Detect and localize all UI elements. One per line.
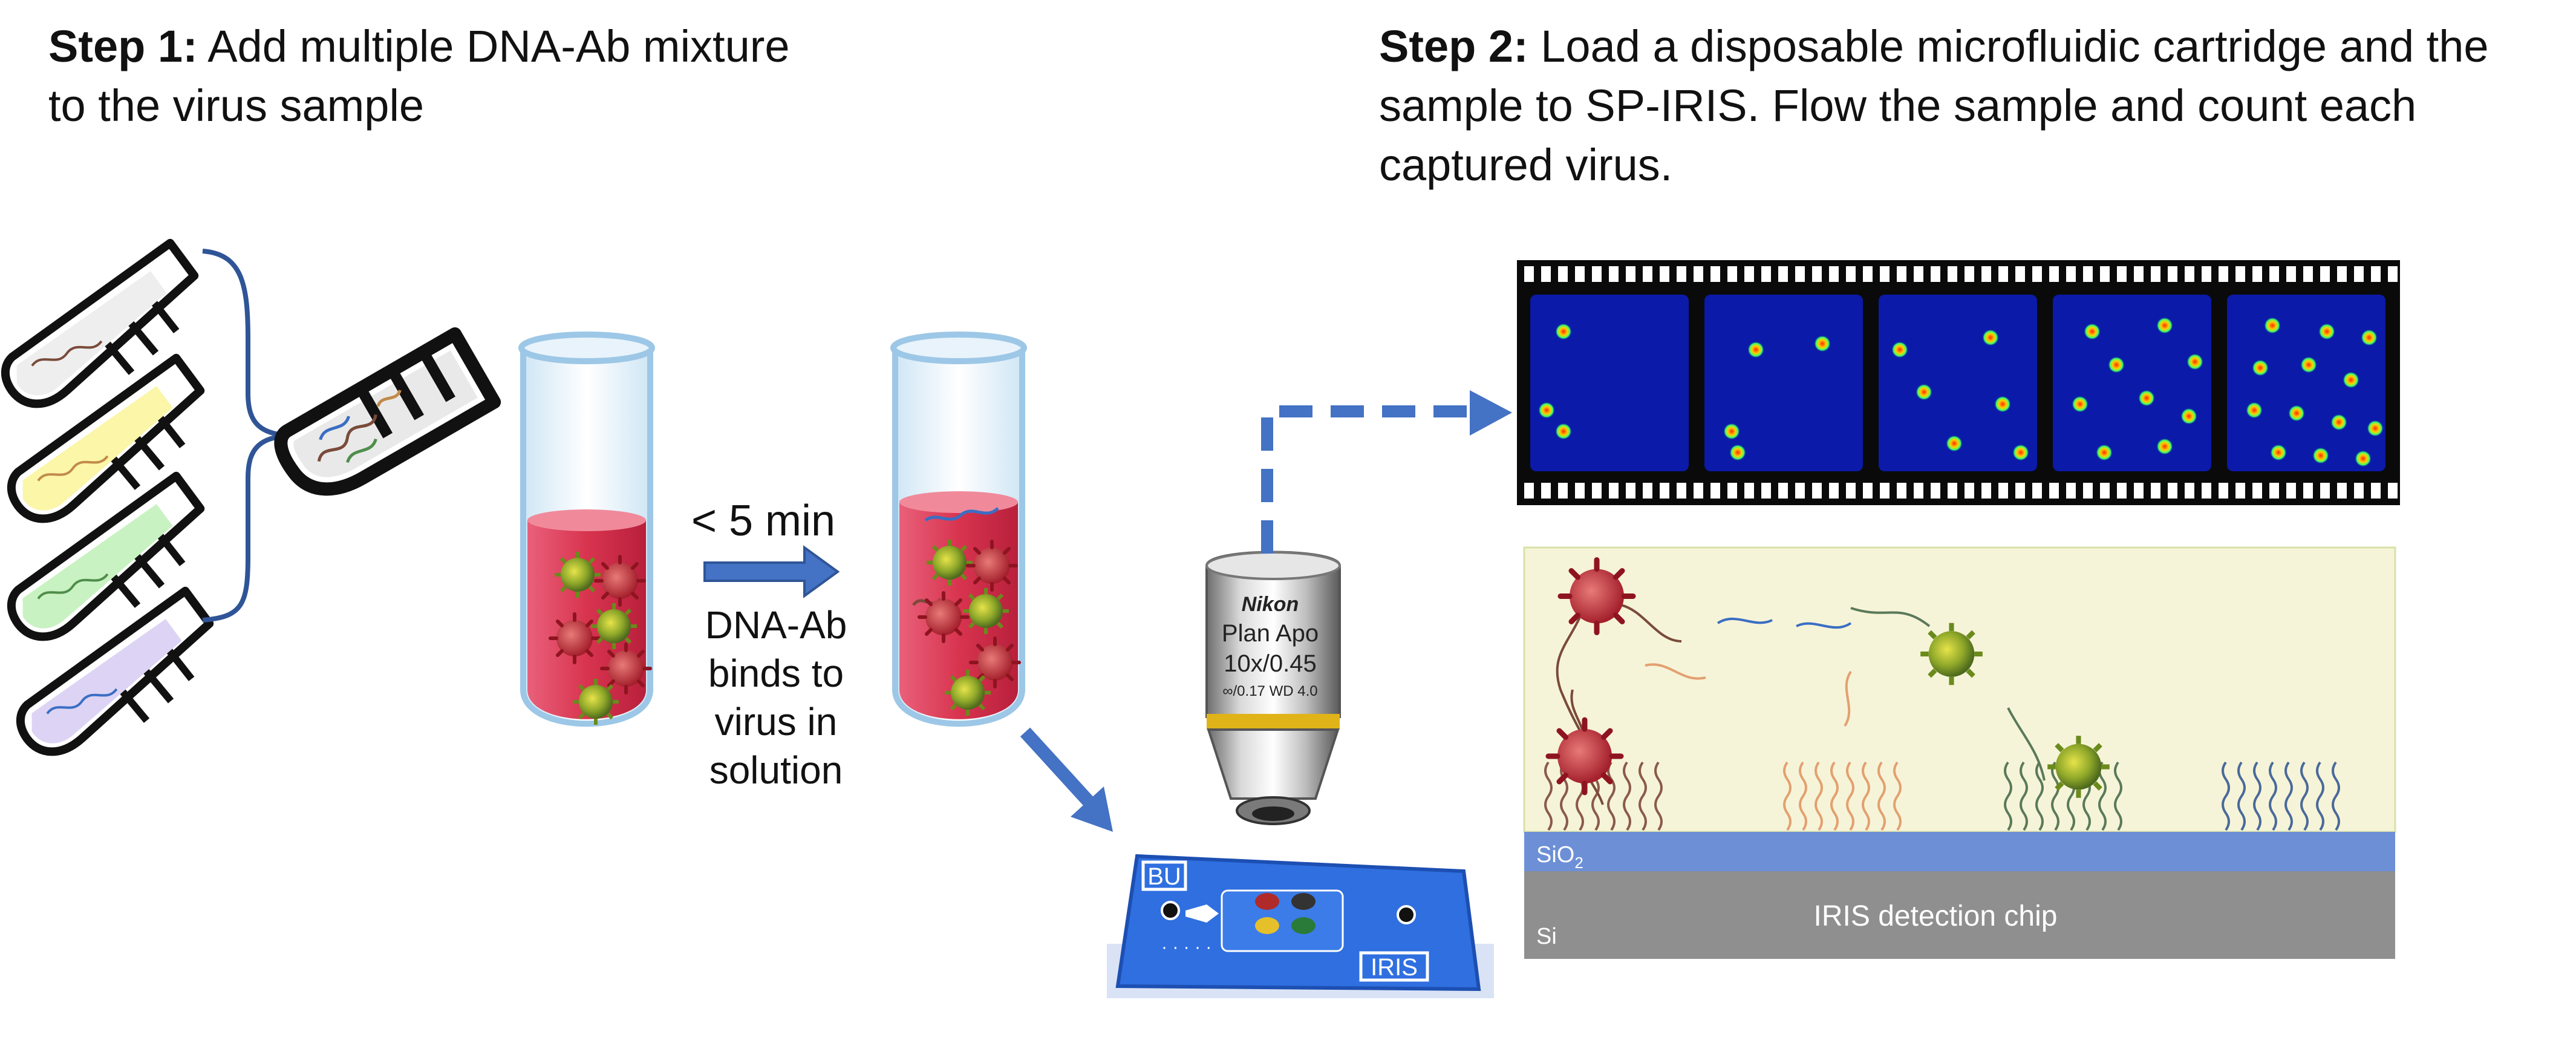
reagent-tube-green: [0, 473, 218, 642]
objective-brand: Nikon: [1242, 593, 1299, 616]
reagent-tube-purple: [3, 588, 227, 757]
image-frame: [1704, 295, 1863, 471]
filmstrip-perforations-bottom: [1524, 483, 2398, 499]
image-filmstrip: [1517, 260, 2400, 505]
step2-label: Step 2:: [1379, 21, 1528, 71]
microfluidic-cartridge: BU IRIS · · · · ·: [1107, 854, 1494, 998]
image-frame: [1530, 295, 1689, 471]
virus-sample-tube: [518, 332, 655, 727]
image-frame: [2053, 295, 2211, 471]
incubation-line-1: DNA-Ab: [705, 603, 847, 647]
iris-chip-schematic: SiO2 Si IRIS detection chip: [1523, 546, 2396, 959]
objective-specs: ∞/0.17 WD 4.0: [1222, 683, 1317, 699]
incubation-line-4: solution: [709, 748, 843, 792]
mixed-reagent-tube: [274, 327, 501, 496]
objective-model: Plan Apo: [1222, 620, 1319, 647]
chip-name: IRIS detection chip: [1814, 900, 2058, 932]
cartridge-logo-bu: BU: [1147, 863, 1181, 890]
reagent-tube-yellow: [0, 355, 218, 524]
step1-instruction: Step 1: Add multiple DNA-Ab mixture to t…: [48, 17, 835, 136]
step2-instruction: Step 2: Load a disposable microfluidic c…: [1379, 17, 2576, 195]
sio2-label: SiO2: [1536, 842, 1583, 872]
step2-text: Load a disposable microfluidic cartridge…: [1379, 21, 2489, 190]
bound-sample-tube: [890, 332, 1027, 727]
image-frame: [2227, 295, 2385, 471]
incubation-arrow: [703, 545, 840, 598]
si-label: Si: [1536, 924, 1557, 949]
svg-text:· · · · ·: · · · · ·: [1161, 937, 1211, 957]
objective-magnification: 10x/0.45: [1224, 650, 1316, 677]
step1-text: Add multiple DNA-Ab mixture to the virus…: [48, 21, 790, 131]
incubation-time: < 5 min: [691, 497, 835, 545]
imaging-arrow: [1261, 390, 1512, 554]
filmstrip-perforations-top: [1524, 266, 2398, 282]
step1-label: Step 1:: [48, 21, 198, 71]
incubation-line-2: binds to: [708, 652, 844, 695]
incubation-line-3: virus in: [715, 700, 838, 744]
load-arrow: [1020, 727, 1113, 832]
reagent-tube-gray: [0, 240, 212, 409]
cartridge-logo-iris: IRIS: [1371, 954, 1418, 981]
microscope-objective: Nikon Plan Apo 10x/0.45 ∞/0.17 WD 4.0: [1205, 551, 1341, 825]
image-frame: [1879, 295, 2037, 471]
incubation-step: < 5 min DNA-Ab binds to virus in solutio…: [691, 497, 847, 792]
